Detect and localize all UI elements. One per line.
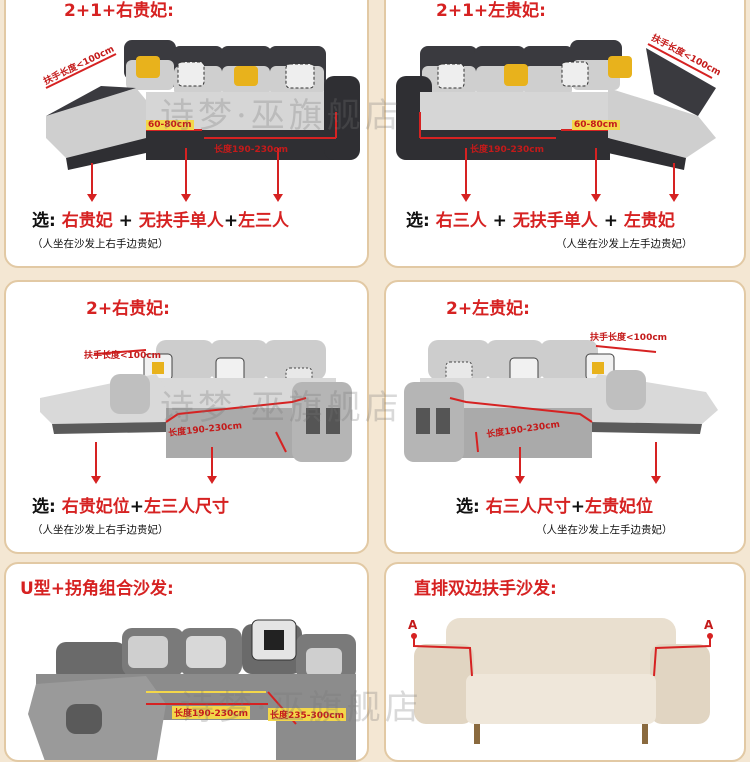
selection-note: （人坐在沙发上右手边贵妃） [32,524,169,536]
selection-note: （人坐在沙发上左手边贵妃） [536,524,673,536]
sofa-length-label: 长度190-230cm [172,706,251,719]
sofa-illustration [396,40,716,202]
sofa-illustration [45,40,360,202]
sofa-length-label: 长度190-230cm [214,145,289,155]
panel-u-shape-corner: U型+拐角组合沙发: 长度190-230cm 长度235-300cm [4,562,369,762]
watermark: 诗梦·巫旗舰店 [160,388,403,428]
panel-2-right-chaise: 2+右贵妃: 扶手长度<100cm 长度190-230cm 选: 右贵妃位+左三… [4,280,369,554]
watermark: 诗梦·巫旗舰店 [180,688,423,728]
sofa-illustration [411,618,713,744]
armrest-length-label: 扶手长度<100cm [84,351,162,361]
chaise-depth-label: 60-80cm [572,120,620,130]
panel-2plus1-right-chaise: 2+1+右贵妃: 扶手长度<100cm [4,0,369,268]
panel-title: 2+1+左贵妃: [436,1,546,21]
chaise-depth-label: 60-80cm [146,120,194,130]
sofa-illustration [40,340,352,484]
panel-2plus1-left-chaise: 2+1+左贵妃: 扶手长度<100cm 60-80cm 长度190-230cm … [384,0,746,268]
mark-a-left: A [408,618,418,632]
panel-title: 2+1+右贵妃: [64,1,174,21]
panel-title: 2+左贵妃: [446,299,530,319]
armrest-length-label: 扶手长度<100cm [590,333,668,343]
panel-straight-double-arm: 直排双边扶手沙发: A A [384,562,746,762]
mark-a-right: A [704,618,714,632]
selection-text: 选: 右三人尺寸+左贵妃位 [456,497,653,517]
sofa-illustration [28,619,356,760]
panel-title: 直排双边扶手沙发: [414,579,557,599]
selection-text: 选: 右贵妃位+左三人尺寸 [32,497,229,517]
selection-note: （人坐在沙发上右手边贵妃） [32,238,169,250]
watermark: 诗梦·巫旗舰店 [160,96,403,136]
sofa-illustration [404,340,718,484]
panel-2-left-chaise: 2+左贵妃: 扶手长度<100cm 长度190-230cm 选: 右三人尺寸+左… [384,280,746,554]
selection-text: 选: 右三人 + 无扶手单人 + 左贵妃 [406,211,675,231]
corner-length-label: 长度235-300cm [268,708,347,721]
yellow-pillow-icon [136,56,160,78]
panel-title: U型+拐角组合沙发: [20,579,174,599]
selection-text: 选: 右贵妃 + 无扶手单人+左三人 [32,211,290,231]
panel-title: 2+右贵妃: [86,299,170,319]
sofa-length-label: 长度190-230cm [470,145,545,155]
selection-note: （人坐在沙发上左手边贵妃） [556,238,693,250]
